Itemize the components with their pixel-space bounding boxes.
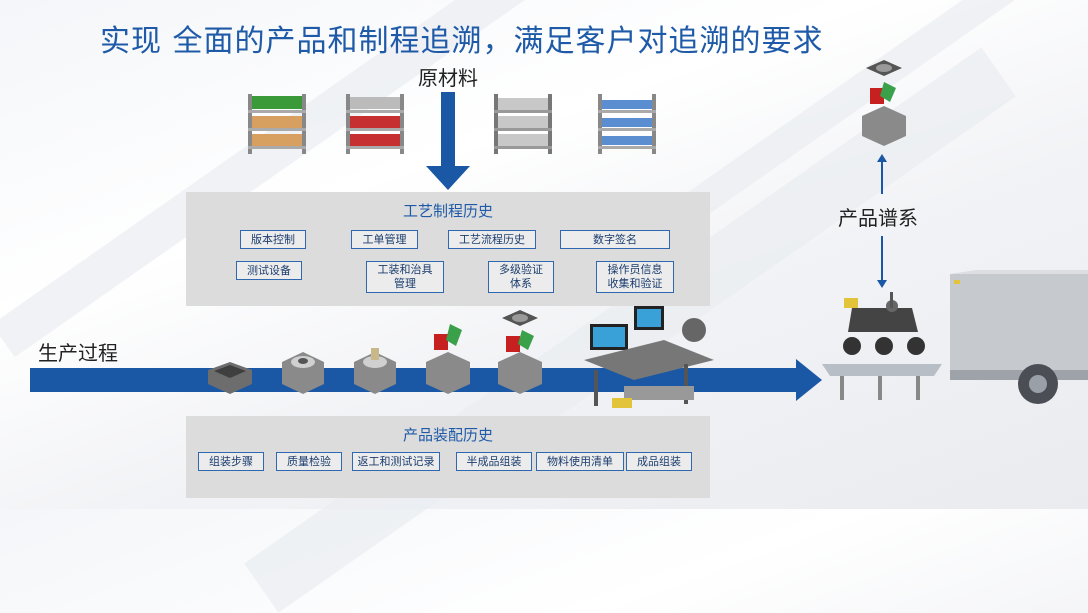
tag-multilevel-verification: 多级验证 体系 (488, 261, 554, 293)
raw-material-label: 原材料 (418, 66, 478, 90)
product-stage-2-icon (354, 348, 396, 394)
raw-material-arrow-head (426, 166, 470, 190)
shelf-blue-icon (598, 94, 656, 154)
genealogy-product-icon (862, 60, 906, 146)
genealogy-down-line (881, 236, 883, 280)
raw-material-arrow (441, 92, 455, 170)
production-label: 生产过程 (38, 341, 118, 365)
tag-work-order: 工单管理 (351, 230, 418, 249)
product-stage-1-icon (282, 352, 324, 394)
shelf-green-icon (248, 94, 306, 154)
tag-test-equipment: 测试设备 (236, 261, 302, 280)
process-history-panel: 工艺制程历史 (186, 192, 710, 306)
genealogy-up-line (881, 160, 883, 194)
tag-material-bom: 物料使用清单 (536, 452, 624, 471)
workstation-icon (584, 306, 714, 408)
tag-fixture-management: 工装和治具 管理 (366, 261, 444, 293)
genealogy-down-arrow (877, 280, 887, 288)
genealogy-label: 产品谱系 (838, 206, 918, 230)
assembly-history-title: 产品装配历史 (402, 426, 493, 444)
tag-version-control: 版本控制 (240, 230, 306, 249)
shelf-grey-icon (494, 94, 552, 154)
product-tray-icon (208, 362, 252, 394)
process-history-title: 工艺制程历史 (402, 202, 493, 220)
product-stage-3-icon (426, 324, 470, 394)
tag-quality-inspection: 质量检验 (276, 452, 342, 471)
tag-process-flow-history: 工艺流程历史 (448, 230, 536, 249)
production-flow-arrow-head (796, 359, 822, 401)
tag-finished-assembly: 成品组装 (626, 452, 692, 471)
vehicle-conveyor-icon (822, 292, 942, 400)
product-stage-4-icon (498, 310, 542, 394)
shelf-red-icon (346, 94, 404, 154)
tag-operator-info: 操作员信息 收集和验证 (596, 261, 674, 293)
tag-digital-signature: 数字签名 (560, 230, 670, 249)
tag-rework-test-records: 返工和测试记录 (352, 452, 440, 471)
tag-assembly-steps: 组装步骤 (198, 452, 264, 471)
genealogy-up-arrow (877, 154, 887, 162)
page-title: 实现 全面的产品和制程追溯，满足客户对追溯的要求 (100, 24, 824, 59)
truck-icon (950, 270, 1088, 404)
tag-semi-finished-assembly: 半成品组装 (456, 452, 532, 471)
